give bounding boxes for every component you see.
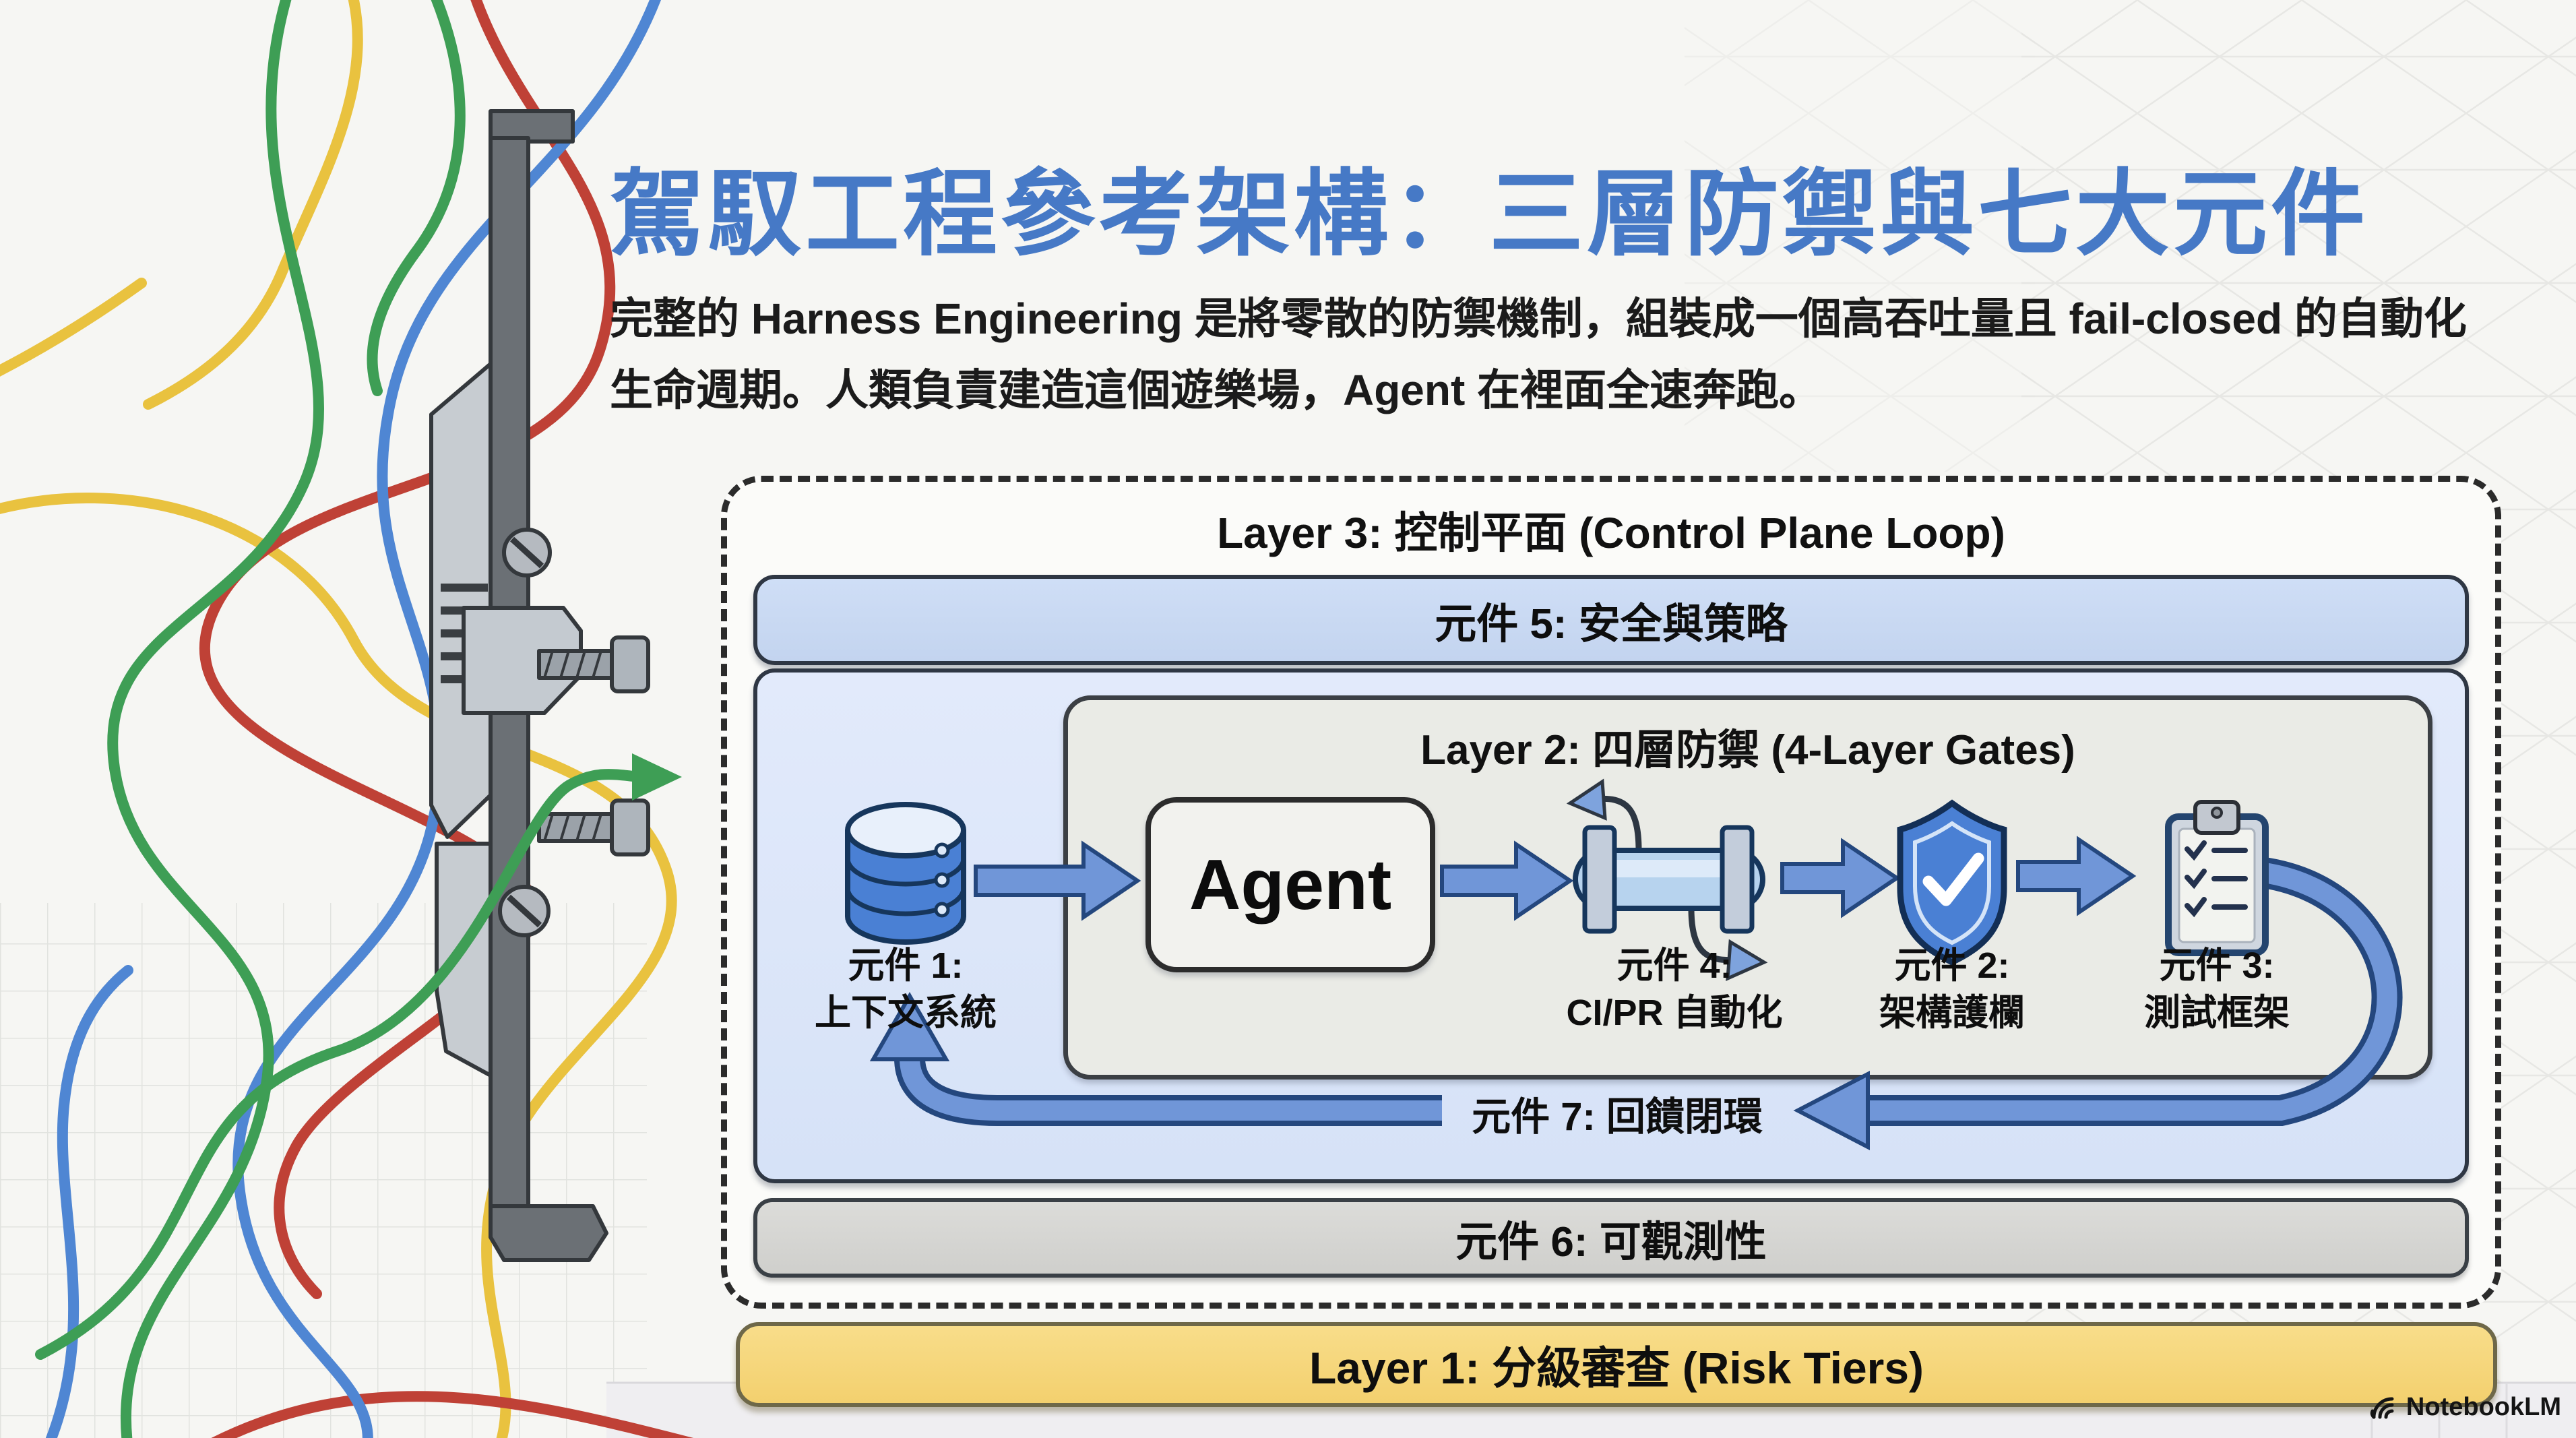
footer-brand: NotebookLM: [2367, 1389, 2561, 1425]
arrow-right-icon: [1780, 838, 1901, 918]
component2-label: 元件 2: 架構護欄: [1770, 942, 2134, 1036]
page-title: 駕馭工程參考架構：三層防禦與七大元件: [610, 161, 2369, 267]
agent-node: Agent: [1145, 797, 1435, 972]
clipboard-checklist-icon: [2165, 800, 2269, 956]
component4-line2: CI/PR 自動化: [1566, 993, 1783, 1033]
arrow-right-icon: [2016, 836, 2137, 916]
component6-bar: 元件 6: 可觀測性: [753, 1198, 2469, 1278]
flow-arrows: [974, 836, 2137, 921]
component2-line2: 架構護欄: [1879, 993, 2025, 1033]
component2-line1: 元件 2:: [1894, 945, 2010, 986]
feedback-loop-arrow: [869, 857, 2403, 1150]
component1-line1: 元件 1:: [848, 945, 964, 986]
green-wire-arrow: [35, 753, 682, 1360]
notebooklm-logo-icon: [2370, 1397, 2394, 1419]
layer2-title: Layer 2: 四層防禦 (4-Layer Gates): [1420, 727, 2075, 774]
harness-clamp-illustration: [429, 109, 650, 1262]
wire-harness-illustration: [0, 0, 694, 1438]
arrow-right-icon: [974, 840, 1141, 921]
component3-label: 元件 3: 測試框架: [2035, 942, 2399, 1036]
component3-line1: 元件 3:: [2159, 945, 2275, 986]
page-subtitle: 完整的 Harness Engineering 是將零散的防禦機制，組裝成一個高…: [610, 294, 2467, 415]
component7-label: 元件 7: 回饋閉環: [1472, 1095, 1763, 1139]
component4-line1: 元件 4:: [1616, 945, 1732, 986]
component5-bar: 元件 5: 安全與策略: [753, 575, 2469, 665]
footer-brand-text: NotebookLM: [2406, 1392, 2561, 1421]
shield-check-icon: [1897, 799, 2007, 966]
arrow-right-icon: [1440, 840, 1574, 921]
component1-line2: 上下文系統: [815, 993, 997, 1033]
component4-label: 元件 4: CI/PR 自動化: [1493, 942, 1856, 1036]
layer3-title: Layer 3: 控制平面 (Control Plane Loop): [1217, 509, 2005, 557]
database-icon: [845, 802, 966, 945]
layer1-bar: Layer 1: 分級審查 (Risk Tiers): [736, 1322, 2497, 1407]
component3-line2: 測試框架: [2144, 993, 2290, 1033]
pipeline-loop-icon: [1566, 778, 1768, 981]
component1-label: 元件 1: 上下文系統: [724, 942, 1088, 1036]
